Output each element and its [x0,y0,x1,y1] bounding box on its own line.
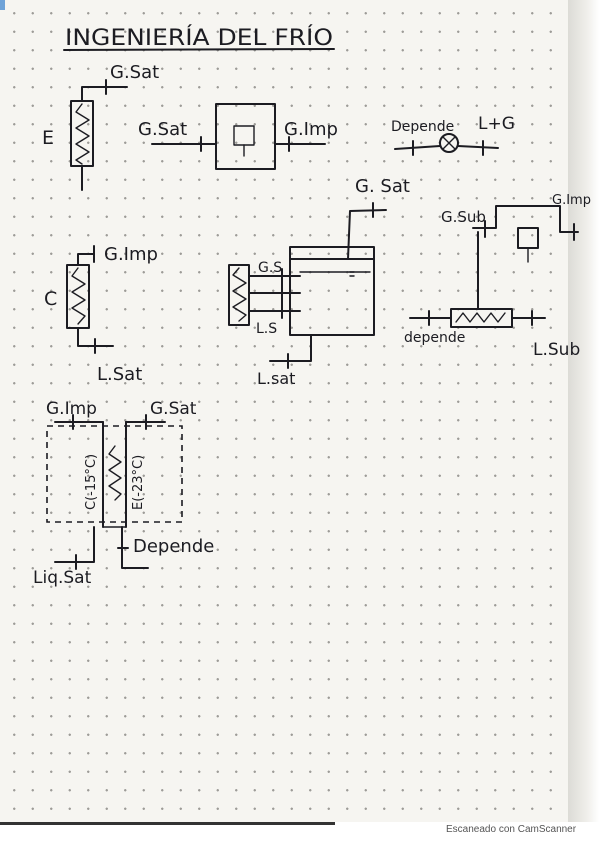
valve-outlet-label: L+G [478,114,515,134]
compressor-outlet-label: G.Imp [284,119,338,140]
subcooler-gas-out-label: G.Imp [552,193,591,208]
subcooler-coil [455,312,506,323]
exchanger-right-coil-label: E(-23°C) [131,455,146,510]
separator-liquid-label: L.S [256,321,277,337]
dotted-notebook-page [0,0,568,822]
valve-inlet-label: Depende [391,119,454,135]
valve-outlet-line [457,145,499,149]
corner-mark [0,0,5,10]
condenser-outlet-label: L.Sat [97,364,142,385]
exchanger-coil [108,445,122,501]
subcooler-gas-line [472,205,579,233]
separator-top-label: G. Sat [355,176,410,197]
expansion-valve-symbol: Depende L+G [391,114,515,156]
condenser-inlet-label: G.Imp [104,244,158,265]
exchanger-left-outlet-label: Liq.Sat [33,568,92,588]
page-title: INGENIERÍA DEL FRÍO [65,25,333,51]
scanner-watermark: Escaneado con CamScanner [446,824,577,835]
compressor-body [215,103,276,170]
evaporator-outlet-label: G.Sat [110,62,159,83]
subcooler-compressor [517,227,539,249]
page-bottom-edge [0,822,335,825]
separator-symbol: G. Sat G.S L.S L.sat [228,176,410,388]
subcooler-symbol: G.Sub G.Imp depende L.Sub [404,193,591,360]
separator-tank [289,246,375,336]
separator-bottom-label: L.sat [257,369,295,388]
exchanger-right-outlet-label: Depende [133,536,214,557]
separator-gas-label: G.S [258,260,282,276]
cascade-exchanger-symbol: G.Imp G.Sat C(-15°C) E(-23°C) Depende Li… [33,399,214,588]
title-group: INGENIERÍA DEL FRÍO [63,25,335,51]
subcooler-gas-in-label: G.Sub [441,208,486,226]
subcooler-liquid-out-label: L.Sub [533,340,580,360]
exchanger-boundary [46,425,183,523]
exchanger-top-right-label: G.Sat [150,399,197,419]
compressor-inlet-label: G.Sat [138,119,187,140]
page-edge [568,0,599,822]
exchanger-top-left-label: G.Imp [46,399,97,419]
exchanger-left-coil-label: C(-15°C) [84,454,99,510]
valve-cross [442,136,456,150]
valve-circle [439,133,459,153]
subcooler-liquid-in-label: depende [404,330,465,346]
separator-bottom-outlet [269,334,312,362]
title-underline [63,48,335,51]
separator-coil-body [228,264,250,326]
separator-level-mark [349,271,355,277]
valve-inlet-line [394,145,441,150]
compressor-core [233,125,255,146]
evaporator-symbol: E G.Sat [42,62,159,191]
condenser-inlet-line [77,253,95,266]
evaporator-outlet-line [81,86,128,102]
exchanger-right-outlet [121,526,149,569]
exchanger-left-outlet [54,526,95,563]
separator-top-outlet [347,209,387,260]
compressor-symbol: G.Sat G.Imp [138,103,338,170]
evaporator-label: E [42,127,54,149]
condenser-label: C [44,288,57,310]
separator-coil [232,267,247,322]
evaporator-coil [75,103,90,165]
condenser-symbol: C G.Imp L.Sat [44,244,158,385]
condenser-coil [71,267,86,325]
condenser-outlet-line [77,327,114,347]
